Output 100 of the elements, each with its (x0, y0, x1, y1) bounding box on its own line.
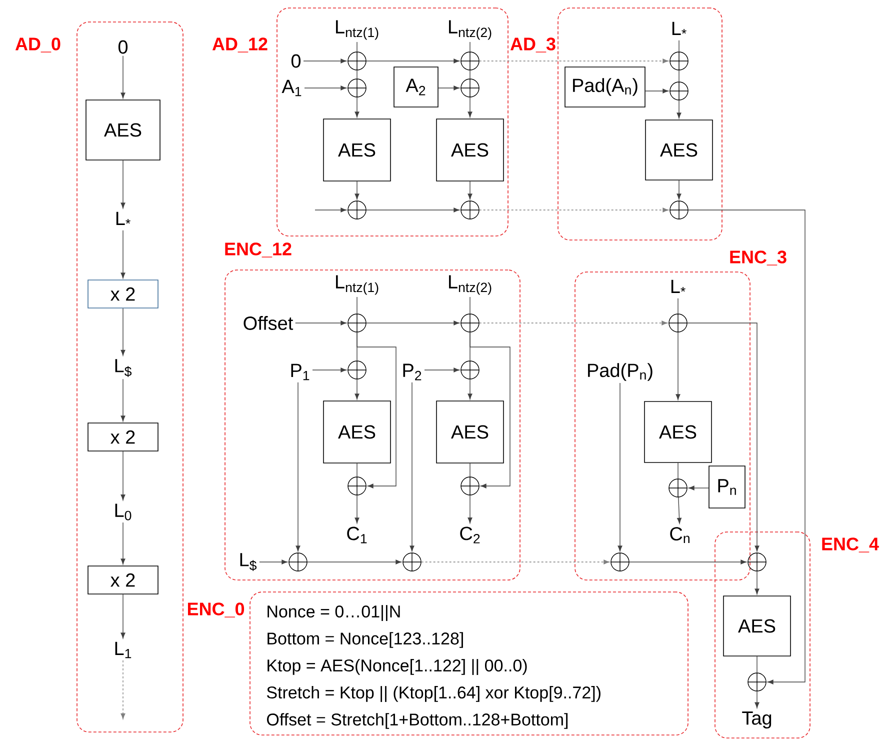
arrow (470, 332, 510, 488)
signal-label: P$_{2}$ (403, 364, 422, 380)
arrow (354, 97, 360, 118)
xor-symbol (288, 552, 308, 572)
group-label: ENC_0 (188, 602, 244, 618)
arrow (676, 180, 682, 200)
arrow (356, 332, 396, 488)
arrow (354, 181, 360, 200)
connector-line (678, 70, 680, 82)
xor-symbol (460, 200, 480, 220)
arrow (120, 594, 126, 638)
arrow (314, 208, 346, 212)
process-box: P$_{n}$ (708, 466, 746, 508)
group-label: ENC_3 (730, 250, 786, 266)
signal-label: Offset (244, 316, 294, 330)
arrow (754, 691, 760, 708)
arrow (120, 230, 126, 278)
signal-label: C$_{n}$ (670, 527, 690, 543)
definition-line: Nonce = 0…01||N (268, 605, 400, 621)
process-box: x 2 (88, 280, 158, 308)
arrow (645, 88, 668, 94)
signal-label: L$_{0}$ (115, 504, 132, 520)
connector-line (356, 296, 358, 314)
xor-symbol (669, 81, 689, 101)
xor-symbol (747, 672, 767, 692)
arrow (676, 100, 682, 118)
xor-symbol (460, 476, 480, 496)
arrow (479, 320, 668, 326)
process-box: AES (323, 118, 391, 182)
arrow (438, 86, 460, 90)
arrow (354, 495, 360, 524)
arrow (421, 560, 610, 564)
arrow (479, 58, 668, 64)
xor-symbol (347, 78, 367, 98)
arrow (120, 308, 126, 356)
arrow (366, 58, 460, 64)
arrow (468, 97, 472, 118)
arrow (120, 160, 126, 208)
arrow (754, 571, 760, 594)
signal-label: C$_{2}$ (460, 526, 480, 544)
group-label: ENC_12 (225, 242, 292, 258)
arrow (312, 368, 346, 372)
signal-label: L$_{*}$ (116, 212, 130, 225)
arrow (259, 560, 288, 564)
xor-symbol (347, 360, 367, 380)
process-box: AES (436, 118, 504, 182)
xor-symbol (610, 552, 630, 572)
signal-label: 0 (118, 40, 128, 54)
arrow (468, 181, 472, 200)
xor-symbol (347, 51, 367, 71)
group-label: AD_12 (212, 38, 268, 52)
connector-line (678, 40, 680, 52)
signal-label: L$_{*}$ (671, 280, 686, 293)
arrow (120, 378, 126, 422)
xor-symbol (747, 552, 767, 572)
process-box: AES (436, 400, 504, 464)
signal-label: Pad(P$_{n}$) (588, 363, 652, 381)
signal-label: L$_{1}$ (115, 642, 132, 658)
connector-line (356, 463, 358, 477)
signal-label: A$_{1}$ (282, 80, 302, 96)
definition-line: Offset = Stretch[1+Bottom..128+Bottom] (267, 713, 568, 729)
arrow (688, 486, 709, 490)
arrow (629, 560, 746, 564)
arrow (295, 320, 346, 326)
arrow (366, 208, 460, 212)
signal-label: L$_{ntz(1)}$ (336, 20, 378, 40)
process-box: AES (723, 596, 791, 656)
xor-symbol (669, 200, 689, 220)
group-label: AD_3 (510, 38, 556, 52)
xor-symbol (460, 51, 480, 71)
arrow (304, 86, 346, 90)
process-box: AES (644, 401, 712, 463)
arrow (354, 379, 360, 400)
signal-label: Tag (742, 712, 772, 728)
process-box: x 2 (88, 566, 158, 594)
definition-line: Bottom = Nonce[123..128] (268, 632, 463, 648)
connector-line (356, 70, 358, 79)
arrow (120, 451, 126, 500)
arrow (120, 522, 126, 564)
arrow (479, 208, 668, 212)
xor-symbol (669, 51, 689, 71)
group-label: ENC_4 (822, 538, 879, 552)
group-label: AD_0 (15, 38, 60, 52)
arrow (307, 560, 402, 564)
xor-symbol (402, 552, 422, 572)
signal-label: P$_{1}$ (291, 364, 310, 380)
process-box: Pad(A$_{n}$) (564, 66, 646, 108)
xor-symbol (668, 478, 688, 498)
arrow (618, 382, 622, 552)
arrow (676, 332, 680, 400)
signal-label: L$_{$}$ (240, 553, 257, 571)
arrow (468, 379, 472, 400)
xor-symbol (460, 313, 480, 333)
xor-symbol (347, 200, 367, 220)
arrow (468, 495, 472, 524)
definition-line: Stretch = Ktop || (Ktop[1..64] xor Ktop[9..72]) (266, 686, 600, 702)
definition-line: Ktop = AES(Nonce[1..122] || 00..0) (268, 659, 527, 675)
xor-symbol (347, 476, 367, 496)
arrow (687, 322, 760, 552)
connector-line (756, 656, 758, 673)
